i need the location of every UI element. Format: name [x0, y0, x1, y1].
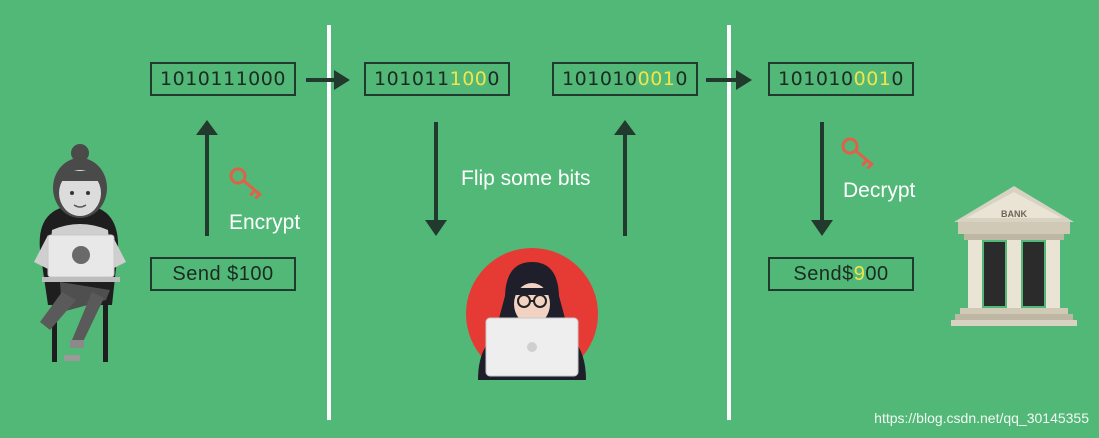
- decrypt-label: Decrypt: [843, 179, 916, 202]
- divider-left: [327, 25, 331, 420]
- person-with-laptop-icon: [34, 144, 126, 362]
- arrow-right-2: [706, 70, 752, 90]
- flip-bits-label: Flip some bits: [461, 167, 591, 190]
- original-cipher-box: 1010111000: [150, 62, 296, 96]
- hacker-icon: [466, 248, 598, 380]
- arrow-right-1: [306, 70, 350, 90]
- divider-right: [727, 25, 731, 420]
- arrow-down-decrypt: [811, 122, 833, 236]
- watermark: https://blog.csdn.net/qq_30145355: [874, 410, 1089, 426]
- bank-sign: BANK: [1001, 209, 1027, 219]
- key-icon: [841, 137, 874, 170]
- key-icon: [229, 167, 262, 200]
- plain-sent-box: Send $100: [150, 257, 296, 291]
- arrow-up-encrypt: [196, 120, 218, 236]
- encrypt-label: Encrypt: [229, 211, 301, 234]
- arrow-up-flip: [614, 120, 636, 236]
- arrow-down-flip: [425, 122, 447, 236]
- bank-icon: BANK: [951, 186, 1077, 326]
